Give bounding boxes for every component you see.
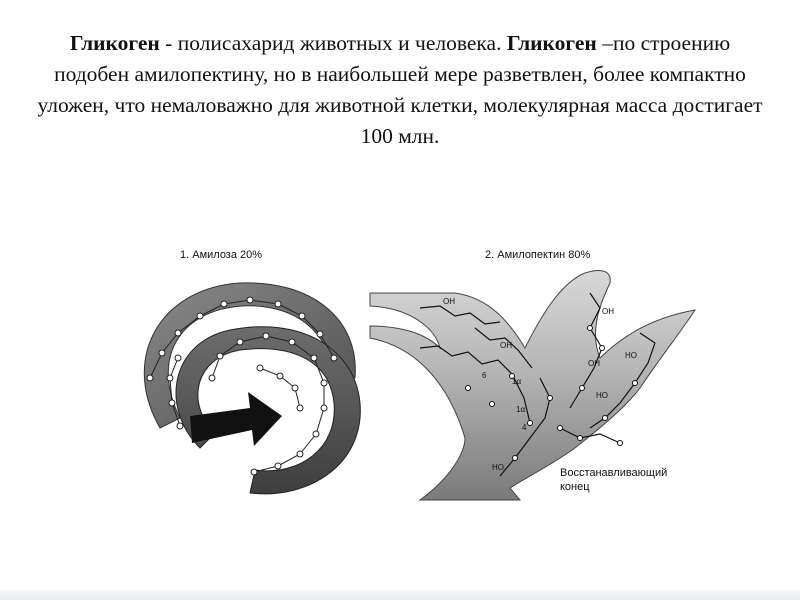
slide-footer-bar — [0, 590, 800, 600]
term-glycogen-2: Гликоген — [506, 31, 597, 55]
reducing-end-label-line1: Восстанавливающий — [560, 467, 667, 479]
figure-svg: 1. Амилоза 20% 2. Амилопектин 8 — [143, 249, 697, 501]
chem-label-four: 4 — [522, 423, 527, 432]
glycogen-description: Гликоген - полисахарид животных и челове… — [30, 28, 770, 152]
helix-direction-arrow — [190, 392, 282, 446]
chem-label-ho-3: HO — [492, 463, 504, 472]
amylopectin-branch-shape — [369, 270, 697, 501]
description-part-2: –по строению подобен амилопектину, но в … — [37, 31, 763, 148]
amylose-label: 1. Амилоза 20% — [180, 249, 262, 261]
amylopectin-label: 2. Амилопектин 80% — [485, 249, 590, 261]
chem-label-oh-4: OH — [588, 359, 600, 368]
amylose-helix-front-band — [175, 326, 361, 495]
chem-label-oh-2: OH — [500, 341, 512, 350]
starch-structure-figure: 1. Амилоза 20% 2. Амилопектин 8 — [120, 238, 720, 508]
reducing-end-label-line2: конец — [560, 481, 590, 493]
term-glycogen-1: Гликоген — [69, 31, 160, 55]
amylose-glucose-chain — [146, 296, 338, 476]
amylopectin-nodes — [465, 325, 638, 461]
chem-label-alpha-1: 1α — [512, 377, 521, 386]
chem-label-oh-1: OH — [443, 297, 455, 306]
description-part-1: - полисахарид животных и человека. — [159, 31, 507, 55]
chem-label-oh-3: OH — [602, 307, 614, 316]
chem-label-alpha-2: 1α — [516, 405, 525, 414]
chem-label-ho-2: HO — [596, 391, 608, 400]
chem-label-six: 6 — [482, 371, 487, 380]
chem-label-ho-1: HO — [625, 351, 637, 360]
